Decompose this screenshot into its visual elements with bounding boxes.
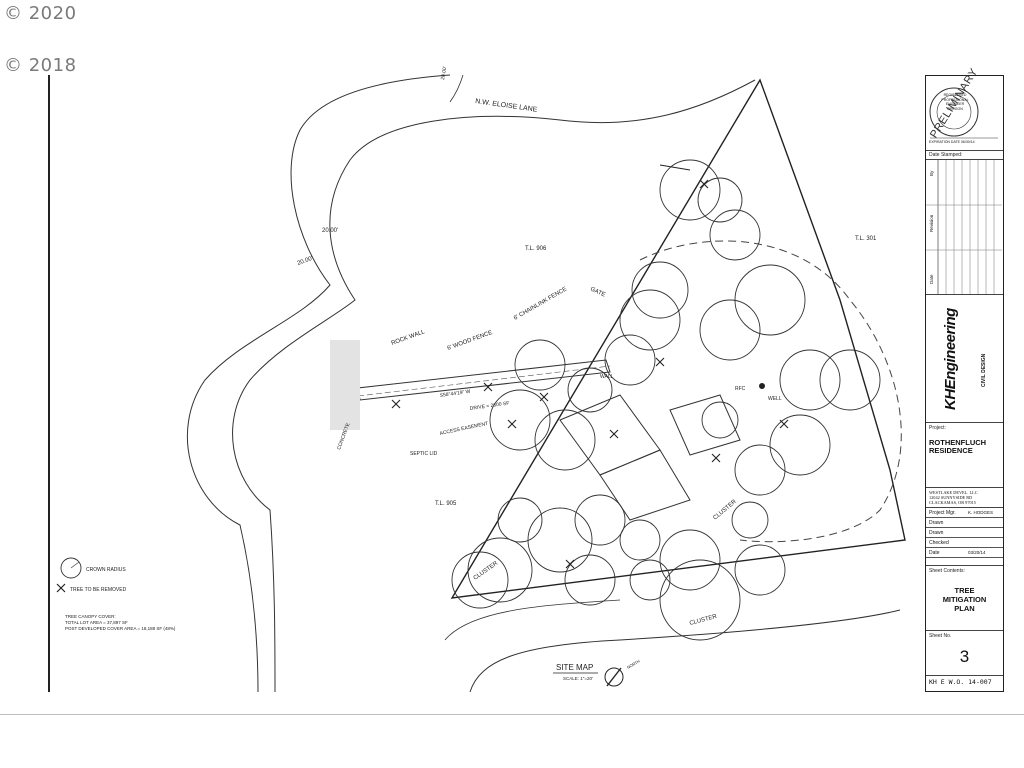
sheet-title-line-2: MITIGATION [942,595,987,604]
project-section: Project: ROTHENFLUCH RESIDENCE [926,423,1003,488]
lower-road-edge [469,609,901,693]
canopy-title: TREE CANOPY COVER: [65,614,116,619]
drawn-label-2: Drawn [929,530,944,536]
sheet-no-label: Sheet No. [929,633,952,639]
copyright-watermark-2020: © 2020 [4,3,77,24]
well-marker [759,383,765,389]
chainlink-fence-label: 6' CHAINLINK FENCE [513,286,568,321]
street-name: N.W. ELOISE LANE [475,98,538,114]
rfc-label: RFC [735,386,746,392]
bearing-label: S58°44'19" W [439,389,471,399]
drainfield-dashed-boundary [639,240,902,543]
north-label: NORTH [626,658,641,669]
sheet-title-line-1: TREE [954,586,975,595]
tl-label-906: T.L. 906 [525,246,547,252]
lot-line-t [659,164,691,171]
date-value: 03/20/14 [968,550,986,555]
legend-remove-label: TREE TO BE REMOVED [70,587,127,593]
sheet-number: 3 [959,647,970,666]
sheet-number-section: Sheet No. 3 [926,631,1003,676]
rev-revision-label: Revision [929,214,934,232]
company-logo: KHEngineering [942,308,959,410]
sheet-contents-section: Sheet Contents: TREE MITIGATION PLAN [926,566,1003,631]
tl-label-905: T.L. 905 [435,501,457,507]
copyright-watermark-2018: © 2018 [4,55,77,76]
rev-by-label: By [929,170,934,176]
road-outer-edge [186,74,451,693]
tl-label-301: T.L. 301 [855,236,877,242]
rock-wall-area [330,340,360,430]
legend-remove-symbol [56,583,66,593]
revision-grid: By Revision Date [926,160,1003,295]
road-inner-edge [232,79,756,693]
legend-crown-label: CROWN RADIUS [86,567,126,573]
stamp-line-1: REGISTERED PROFESSIONAL [941,93,969,102]
cluster-label-2: CLUSTER [712,499,738,522]
checked-label: Checked [929,540,949,546]
project-label: Project: [929,425,946,431]
dim-label-2: 20.00' [297,256,314,267]
work-order-number: KH E W.O. 14-007 [929,678,992,686]
wall-label: WALL [600,374,614,380]
stamp-expiration: EXPIRATION DATE 06/30/14 [929,140,975,144]
stamp-line-2: ENGINEER [945,102,965,106]
cluster-label-1: CLUSTER [473,560,500,581]
date-stamped-label: Date Stamped: [926,151,1003,160]
house-footprint [559,394,741,521]
site-map-title: SITE MAP [556,663,593,672]
client-line-2: 12042 SUNNYSIDE RD [929,495,973,501]
drive-area-label: DRIVE = 2600 SF [469,400,509,411]
well-label: WELL [768,396,782,402]
gate-label: GATE [589,286,606,298]
lot-boundary [450,78,906,599]
stamp-line-3: OREGON [947,106,963,111]
client-section: WESTLAKE DEVEL. LLC 12042 SUNNYSIDE RD C… [926,488,1003,508]
project-info-rows: Project Mgr. K. HODGES Drawn Drawn Checke… [926,508,1003,566]
company-subtitle: CIVIL DESIGN [981,353,987,387]
site-plan-drawing: N.W. ELOISE LANE 20.00' 20.00' 20.00' T.… [56,66,906,693]
lower-road-edge-2 [444,599,621,641]
sheet-contents-label: Sheet Contents: [929,568,965,574]
tree-removal-marks [391,179,789,569]
engineer-seal-icon [929,87,998,139]
company-logo-section: KHEngineering CIVIL DESIGN [926,295,1003,423]
project-mgr-value: K. HODGES [968,510,994,515]
wood-fence-label: 6' WOOD FENCE [447,330,494,352]
project-mgr-label: Project Mgr. [929,510,956,516]
rev-date-label: Date [929,274,934,284]
dim-label-1: 20.00' [322,228,338,234]
driveway [357,359,611,401]
viewer-bottom-divider [0,714,1024,715]
client-line-3: CLACKAMAS, OR 97015 [929,500,976,506]
right-of-way-line [449,74,464,103]
project-name: ROTHENFLUCH RESIDENCE [929,438,987,455]
rock-wall-label: ROCK WALL [391,329,427,347]
date-label: Date [929,550,940,556]
legend-crown-symbol [60,557,82,579]
cluster-label-3: CLUSTER [689,614,718,627]
tree-crown-circles [451,159,881,641]
north-arrow-icon [604,667,624,687]
dim-label-3: 20.00' [440,66,448,80]
client-line-1: WESTLAKE DEVEL. LLC [929,490,978,495]
sheet-title-line-3: PLAN [954,604,975,613]
title-block: REGISTERED PROFESSIONAL ENGINEER OREGON … [925,66,1004,692]
drawn-label-1: Drawn [929,520,944,526]
access-easement-label: ACCESS EASEMENT [439,421,489,437]
engineer-stamp-section: REGISTERED PROFESSIONAL ENGINEER OREGON … [926,66,1003,151]
sheet-left-border [48,75,50,692]
septic-lid-label: SEPTIC LID [410,451,438,457]
canopy-lot-area: TOTAL LOT AREA = 37,897 SF [65,620,128,625]
site-map-scale: SCALE: 1"=20' [563,676,593,681]
canopy-post-area: POST DEVELOPED COVER AREA = 18,188 SF (4… [65,626,176,631]
